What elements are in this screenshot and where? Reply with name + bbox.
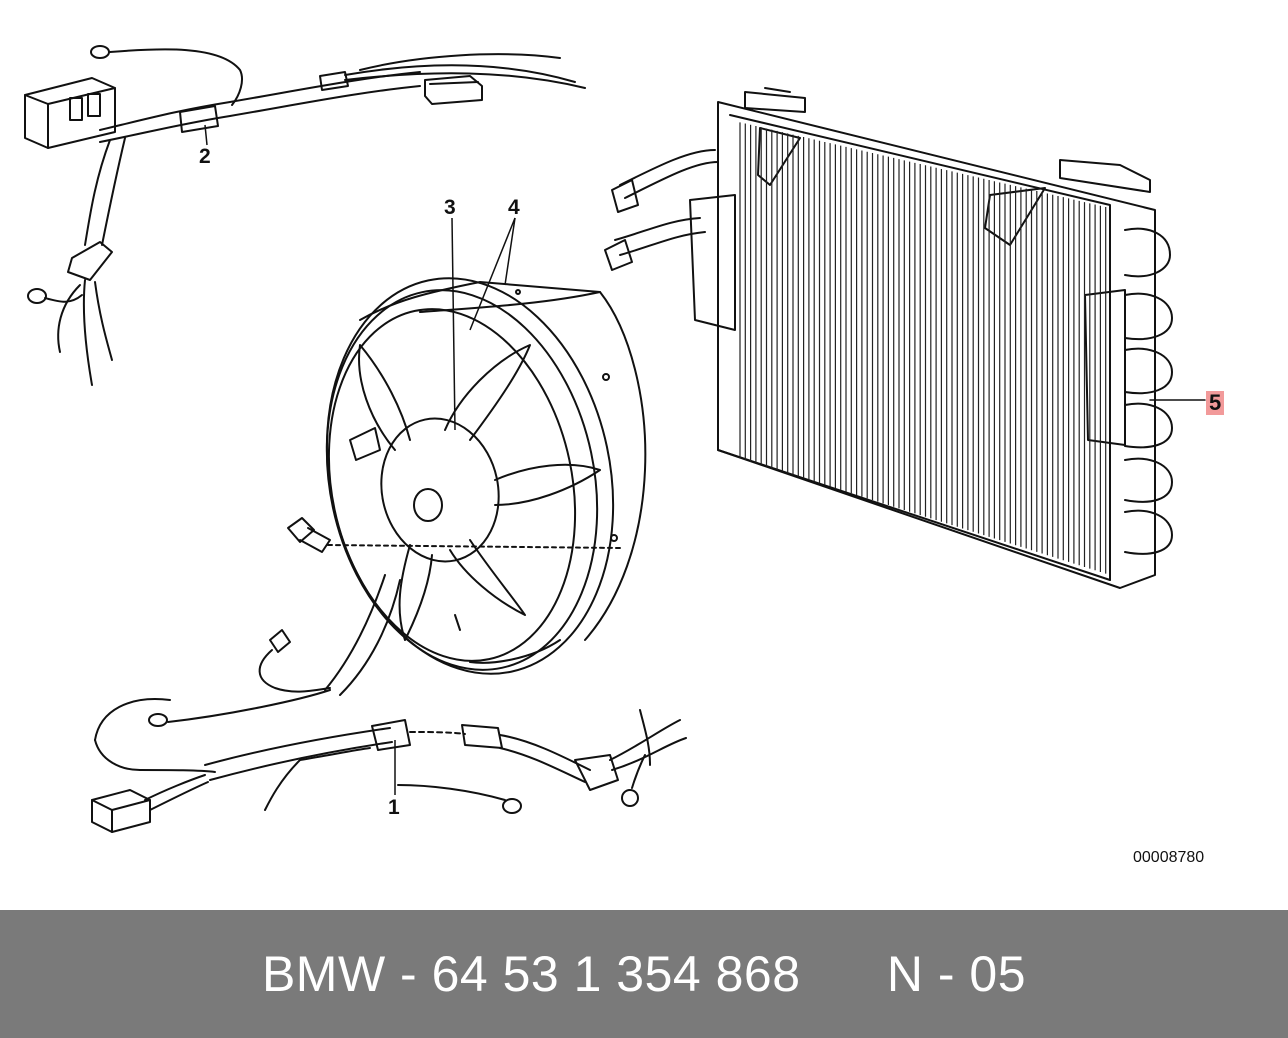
lower-wiring-harness — [91, 574, 687, 833]
callout-5[interactable]: 5 — [1206, 391, 1225, 415]
callout-1[interactable]: 1 — [388, 796, 400, 819]
footer-gap — [801, 945, 887, 1003]
footer-text: BMW - 64 53 1 354 868 N - 05 — [0, 910, 1288, 1038]
condenser-fins — [739, 122, 1107, 574]
position-reference: N - 05 — [886, 946, 1027, 1002]
leader-lines — [204, 124, 516, 795]
exploded-view-drawing — [24, 45, 1206, 833]
callout-3[interactable]: 3 — [444, 196, 456, 219]
part-number: BMW - 64 53 1 354 868 — [261, 946, 801, 1002]
parts-diagram: 2 3 4 5 1 00008780 — [24, 45, 1225, 866]
image-code: 00008780 — [1133, 849, 1205, 866]
upper-wiring-harness — [24, 45, 586, 386]
bolt — [287, 517, 621, 553]
fan-assembly — [325, 277, 647, 675]
footer-bar: BMW - 64 53 1 354 868 N - 05 — [0, 910, 1288, 1038]
condenser — [604, 87, 1206, 589]
callout-2[interactable]: 2 — [199, 145, 211, 168]
callout-4[interactable]: 4 — [508, 196, 520, 219]
